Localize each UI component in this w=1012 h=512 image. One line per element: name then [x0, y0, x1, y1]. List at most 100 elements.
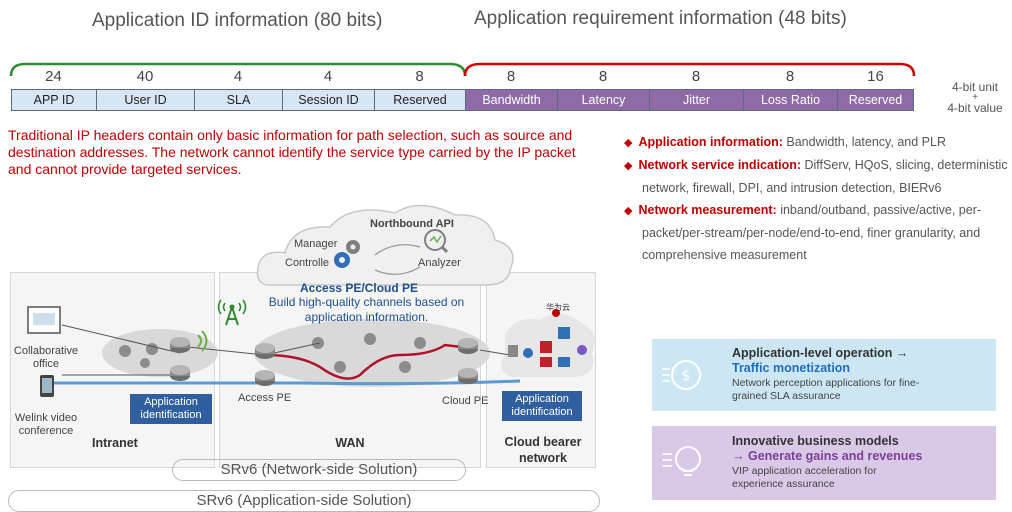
bullet-text-2: inband/outband, passive/active, per-pack… — [642, 203, 982, 262]
blue-path — [39, 379, 521, 386]
huawei-logo-icon — [552, 309, 560, 317]
bullet-text-0: Bandwidth, latency, and PLR — [782, 135, 946, 149]
field-braces — [9, 62, 916, 77]
field-app-id: APP ID — [11, 89, 97, 111]
wifi-icon — [197, 330, 208, 352]
bits-0: 24 — [45, 68, 62, 85]
router-icon — [255, 343, 275, 359]
welink-label: Welink video conference — [14, 412, 78, 437]
diamond-icon: ◆ — [624, 137, 633, 149]
network-node — [334, 361, 346, 373]
req-info-title: Application requirement information (48 … — [474, 8, 847, 29]
svg-text:$: $ — [682, 368, 691, 384]
unit-note: 4-bit unit + 4-bit value — [942, 81, 1008, 114]
bits-4: 8 — [415, 68, 424, 85]
loop-arrow — [374, 266, 421, 275]
network-diagram — [27, 204, 595, 397]
server-icon — [508, 345, 518, 357]
bits-5: 8 — [506, 68, 516, 85]
srv6-network-pill: SRv6 (Network-side Solution) — [172, 459, 466, 481]
cloud-bearer-label: Cloud bearer network — [504, 435, 582, 465]
red-path — [264, 343, 471, 380]
field-bandwidth: Bandwidth — [465, 89, 558, 111]
card1-desc: Network perception applications for fine… — [732, 377, 920, 402]
diamond-icon: ◆ — [624, 205, 633, 217]
management-cloud — [256, 204, 514, 286]
router-icon — [170, 337, 190, 353]
bits-1: 40 — [136, 68, 154, 85]
bullet-measurement: ◆ Network measurement: inband/outband, pa… — [624, 199, 1009, 266]
bullet-service-indication: ◆ Network service indication: DiffServ, H… — [624, 154, 1009, 199]
network-node — [146, 343, 158, 355]
gear-icon — [334, 252, 350, 268]
antenna-icon — [217, 299, 247, 326]
bits-2: 4 — [233, 68, 243, 85]
network-node — [414, 337, 426, 349]
link-line — [61, 324, 511, 376]
field-sla: SLA — [194, 89, 283, 111]
field-jitter: Jitter — [649, 89, 744, 111]
diamond-icon: ◆ — [624, 160, 633, 172]
manager-label: Manager — [294, 238, 338, 250]
access-cloud-pe-title: Access PE/Cloud PE — [300, 281, 419, 295]
field-user-id: User ID — [96, 89, 195, 111]
app-tile-icon — [558, 327, 570, 339]
card1-highlight: Traffic monetization — [732, 361, 851, 375]
unit-plus: + — [972, 92, 978, 103]
network-node — [140, 358, 150, 368]
router-icon — [170, 365, 190, 381]
field-session-id: Session ID — [282, 89, 375, 111]
wan-label: WAN — [335, 436, 365, 450]
gear-icon — [346, 240, 360, 254]
wan-ellipse — [254, 319, 490, 387]
unit-line1: 4-bit unit — [951, 80, 999, 94]
router-icon — [458, 338, 478, 354]
srv6-app-pill: SRv6 (Application-side Solution) — [8, 490, 600, 512]
app-identification-right: Application identification — [502, 391, 582, 421]
unit-line2: 4-bit value — [947, 101, 1003, 115]
collaborative-office-label: Collaborative office — [13, 345, 79, 370]
bullet-text-1: DiffServ, HQoS, slicing, deterministic n… — [642, 158, 1008, 195]
field-reserved-id: Reserved — [374, 89, 466, 111]
card2-desc: VIP application acceleration for experie… — [732, 465, 877, 490]
bits-6: 8 — [598, 68, 608, 85]
hub-icon — [523, 348, 533, 358]
controller-label: Controlle — [285, 257, 330, 269]
bullet-bold-2: Network measurement: — [638, 203, 777, 217]
northbound-api-label: Northbound API — [370, 218, 454, 230]
app-tile-icon — [540, 357, 552, 367]
coin-icon: $ — [662, 360, 701, 390]
bits-3: 4 — [323, 68, 333, 85]
field-loss-ratio: Loss Ratio — [743, 89, 838, 111]
app-tile-icon — [558, 357, 570, 367]
req-brace — [463, 62, 916, 77]
field-reserved-req: Reserved — [837, 89, 914, 111]
bullet-app-info: ◆Application information: Bandwidth, lat… — [624, 131, 1009, 154]
network-node — [119, 345, 131, 357]
access-pe-label: Access PE — [238, 392, 292, 404]
app-tile-icon — [540, 341, 552, 353]
loop-arrow — [374, 244, 421, 256]
revenue-card: Innovative business models → Generate ga… — [652, 426, 996, 500]
router-icon — [255, 370, 275, 386]
network-node — [399, 361, 411, 373]
network-node — [364, 333, 376, 345]
huawei-cloud-label: 华为云 — [546, 303, 570, 312]
analyzer-label: Analyzer — [418, 257, 461, 269]
cloud-pe-label: Cloud PE — [442, 395, 489, 407]
bullet-bold-1: Network service indication: — [638, 158, 802, 172]
card2-highlight: → Generate gains and revenues — [732, 449, 923, 463]
star-icon — [577, 345, 587, 355]
bits-7: 8 — [691, 68, 701, 85]
card1-title: Application-level operation → — [732, 346, 909, 360]
id-brace — [9, 62, 467, 77]
intranet-label: Intranet — [92, 436, 138, 450]
router-icon — [458, 368, 478, 384]
analyzer-icon — [424, 229, 449, 254]
card2-title: Innovative business models — [732, 434, 899, 448]
traditional-ip-note: Traditional IP headers contain only basi… — [8, 127, 576, 177]
bullet-list: ◆Application information: Bandwidth, lat… — [624, 131, 1009, 266]
id-info-title: Application ID information (80 bits) — [92, 10, 383, 31]
field-latency: Latency — [557, 89, 650, 111]
lightbulb-icon — [662, 446, 701, 476]
